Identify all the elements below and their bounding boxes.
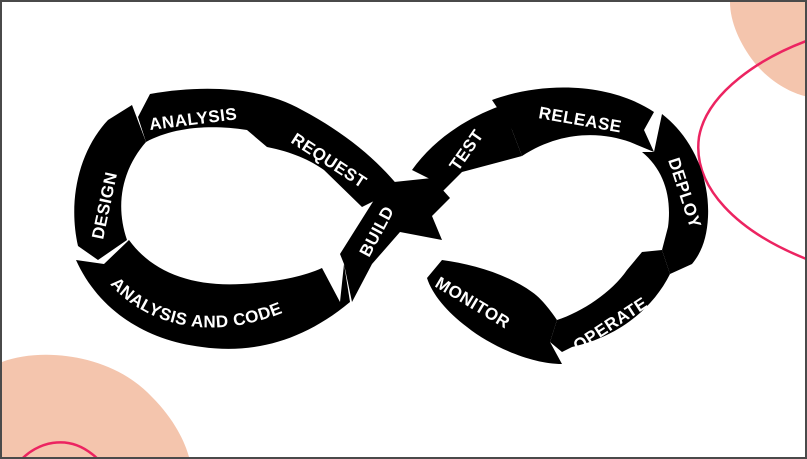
- top-right-curve: [697, 40, 805, 260]
- segment-analysis: [138, 88, 302, 147]
- segment-design: [74, 105, 146, 260]
- segment-monitor: [427, 260, 562, 364]
- segment-analysis-and-code: [76, 240, 350, 349]
- bottom-left-blob: [2, 354, 189, 457]
- segment-operate: [550, 250, 670, 352]
- segment-request: [267, 110, 400, 207]
- segment-test: [412, 106, 522, 192]
- segment-release: [492, 87, 654, 156]
- segment-deploy: [642, 114, 709, 274]
- bottom-left-curve: [22, 441, 98, 457]
- top-right-blob: [730, 2, 805, 97]
- segment-build: [340, 178, 450, 302]
